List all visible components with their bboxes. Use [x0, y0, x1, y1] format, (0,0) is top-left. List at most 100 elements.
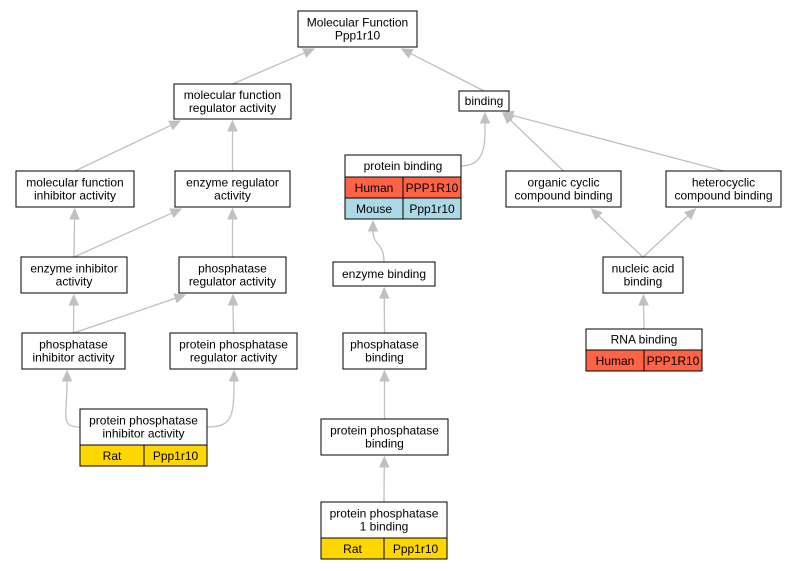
- edge-protein-phosphatase-regulator-activity-to-phosphatase-regulator-activity: [227, 293, 239, 334]
- edge-arrowhead: [68, 293, 80, 306]
- edge-organic-cyclic-compound-binding-to-binding: [502, 112, 564, 172]
- edges-layer: [61, 48, 724, 503]
- node-label: organic cyclic: [527, 176, 599, 190]
- edge-arrowhead: [479, 111, 491, 124]
- node-label: inhibitor activity: [34, 189, 116, 203]
- edge-protein-phosphatase-inhibitor-activity-to-phosphatase-inhibitor-activity: [61, 369, 81, 428]
- node-label: phosphatase: [198, 262, 267, 276]
- edge-arrowhead: [228, 369, 240, 382]
- edge-arrowhead: [684, 208, 697, 220]
- node-box: [342, 332, 427, 370]
- edge-line: [460, 122, 486, 167]
- node-label: RNA binding: [611, 333, 678, 347]
- node-label: enzyme inhibitor: [30, 262, 117, 276]
- edge-arrowhead: [168, 120, 182, 131]
- edge-line: [73, 218, 76, 258]
- node-label: protein phosphatase: [330, 507, 439, 521]
- gene-label: Ppp1r10: [153, 449, 199, 463]
- edge-line: [206, 380, 235, 428]
- edge-arrowhead: [61, 369, 73, 382]
- edge-protein-phosphatase-1-binding-to-protein-phosphatase-binding: [378, 455, 390, 503]
- edge-line: [73, 297, 176, 334]
- edge-enzyme-regulator-activity-to-molecular-function-regulator-activity: [227, 119, 238, 171]
- edge-line: [372, 230, 385, 263]
- node-label: binding: [365, 437, 404, 451]
- node-label: inhibitor activity: [102, 427, 184, 441]
- node-label: activity: [56, 275, 93, 289]
- edge-enzyme-binding-to-protein-binding: [367, 219, 385, 263]
- node-box: [320, 418, 449, 456]
- edge-enzyme-inhibitor-activity-to-molecular-function-inhibitor-activity: [69, 207, 80, 258]
- edge-arrowhead: [227, 207, 238, 220]
- gene-cell: [643, 349, 703, 372]
- node-label: protein phosphatase: [89, 414, 198, 428]
- edge-molecular-function-regulator-activity-to-molecular-function-ppp1r10: [232, 48, 315, 85]
- node-label: protein phosphatase: [330, 424, 439, 438]
- node-box: [332, 261, 436, 287]
- species-label: Human: [596, 354, 635, 368]
- edge-arrowhead: [173, 293, 187, 304]
- node-box: [79, 408, 208, 446]
- edge-enzyme-inhibitor-activity-to-enzyme-regulator-activity: [73, 208, 183, 258]
- node-box: [505, 170, 622, 208]
- gene-label: PPP1R10: [406, 181, 459, 195]
- node-label: nucleic acid: [612, 262, 675, 276]
- node-label: protein binding: [364, 159, 443, 173]
- edge-arrowhead: [638, 293, 649, 306]
- node-label: enzyme regulator: [186, 176, 279, 190]
- edge-arrowhead: [501, 110, 515, 121]
- node-label: binding: [365, 351, 404, 365]
- edge-line: [509, 119, 564, 172]
- edge-heterocyclic-compound-binding-to-binding: [501, 110, 724, 172]
- edge-protein-phosphatase-binding-to-phosphatase-binding: [379, 369, 390, 419]
- node-label: molecular function: [26, 176, 123, 190]
- edge-line: [232, 52, 305, 85]
- node-label: binding: [465, 94, 504, 108]
- node-box: [20, 256, 128, 294]
- edge-line: [512, 114, 724, 172]
- edge-arrowhead: [367, 219, 379, 232]
- node-enzyme-binding[interactable]: enzyme binding: [332, 261, 436, 287]
- edge-arrowhead: [169, 208, 183, 219]
- edge-line: [65, 380, 81, 428]
- edge-nucleic-acid-binding-to-heterocyclic-compound-binding: [642, 208, 697, 258]
- edge-line: [642, 215, 689, 258]
- node-box: [458, 90, 510, 112]
- node-box: [15, 170, 135, 208]
- edge-arrowhead: [378, 286, 390, 299]
- gene-cell: [383, 537, 448, 560]
- edge-arrowhead: [302, 48, 315, 58]
- node-label: compound binding: [514, 189, 612, 203]
- edge-phosphatase-inhibitor-activity-to-phosphatase-regulator-activity: [73, 293, 187, 334]
- node-box: [174, 170, 291, 208]
- edge-arrowhead: [590, 208, 603, 221]
- node-label: compound binding: [674, 189, 772, 203]
- edge-line: [598, 215, 644, 258]
- edge-arrowhead: [227, 293, 239, 306]
- node-binding[interactable]: binding: [458, 90, 510, 112]
- node-label: binding: [624, 275, 663, 289]
- node-label: heterocyclic: [692, 176, 755, 190]
- node-box: [178, 256, 287, 294]
- node-label: Ppp1r10: [335, 29, 381, 43]
- node-label: enzyme binding: [342, 267, 426, 281]
